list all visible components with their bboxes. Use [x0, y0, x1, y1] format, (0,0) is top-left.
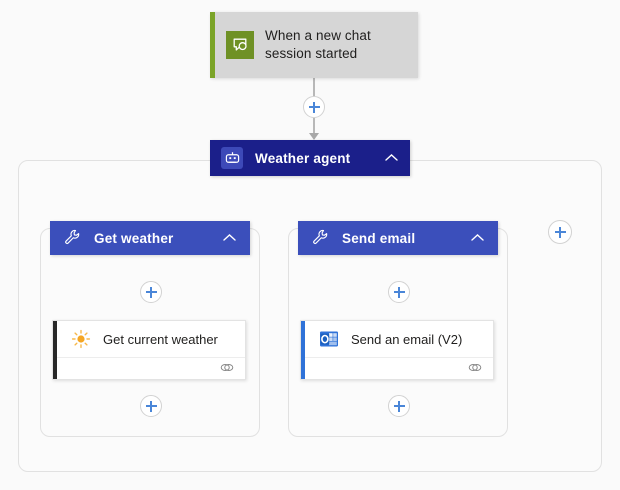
teams-chat-icon — [226, 31, 254, 59]
add-step-above-get-current-weather-button[interactable] — [140, 281, 162, 303]
chevron-up-icon[interactable] — [471, 229, 484, 247]
robot-icon — [221, 147, 243, 169]
sun-icon — [70, 328, 92, 350]
add-step-after-trigger-button[interactable] — [303, 96, 325, 118]
trigger-title: When a new chat session started — [265, 27, 371, 61]
trigger-accent-bar — [210, 12, 215, 78]
action-header-row: Send an email (V2) — [305, 321, 493, 358]
action-title: Get current weather — [103, 331, 218, 347]
tool-title: Send email — [342, 230, 416, 246]
action-card-get-current-weather[interactable]: Get current weather — [52, 320, 246, 380]
action-footer — [57, 358, 245, 379]
add-step-below-send-an-email-button[interactable] — [388, 395, 410, 417]
action-body: Send an email (V2) — [305, 321, 493, 379]
tool-title: Get weather — [94, 230, 174, 246]
wrench-icon — [64, 229, 82, 247]
connector-link-icon — [220, 360, 234, 378]
action-accent-bar — [301, 321, 305, 379]
chevron-up-icon[interactable] — [385, 149, 398, 167]
wrench-icon — [312, 229, 330, 247]
agent-node-header[interactable]: Weather agent — [210, 140, 410, 176]
tool-node-send-email[interactable]: Send email — [298, 221, 498, 255]
outlook-icon — [318, 328, 340, 350]
add-tool-to-agent-button[interactable] — [548, 220, 572, 244]
trigger-node[interactable]: When a new chat session started — [210, 12, 418, 78]
action-footer — [305, 358, 493, 379]
add-step-above-send-an-email-button[interactable] — [388, 281, 410, 303]
action-header-row: Get current weather — [57, 321, 245, 358]
agent-title: Weather agent — [255, 150, 351, 166]
connector-link-icon — [468, 360, 482, 378]
add-step-below-get-current-weather-button[interactable] — [140, 395, 162, 417]
chevron-up-icon[interactable] — [223, 229, 236, 247]
action-card-send-an-email[interactable]: Send an email (V2) — [300, 320, 494, 380]
action-body: Get current weather — [57, 321, 245, 379]
action-accent-bar — [53, 321, 57, 379]
tool-node-get-weather[interactable]: Get weather — [50, 221, 250, 255]
action-title: Send an email (V2) — [351, 331, 463, 347]
